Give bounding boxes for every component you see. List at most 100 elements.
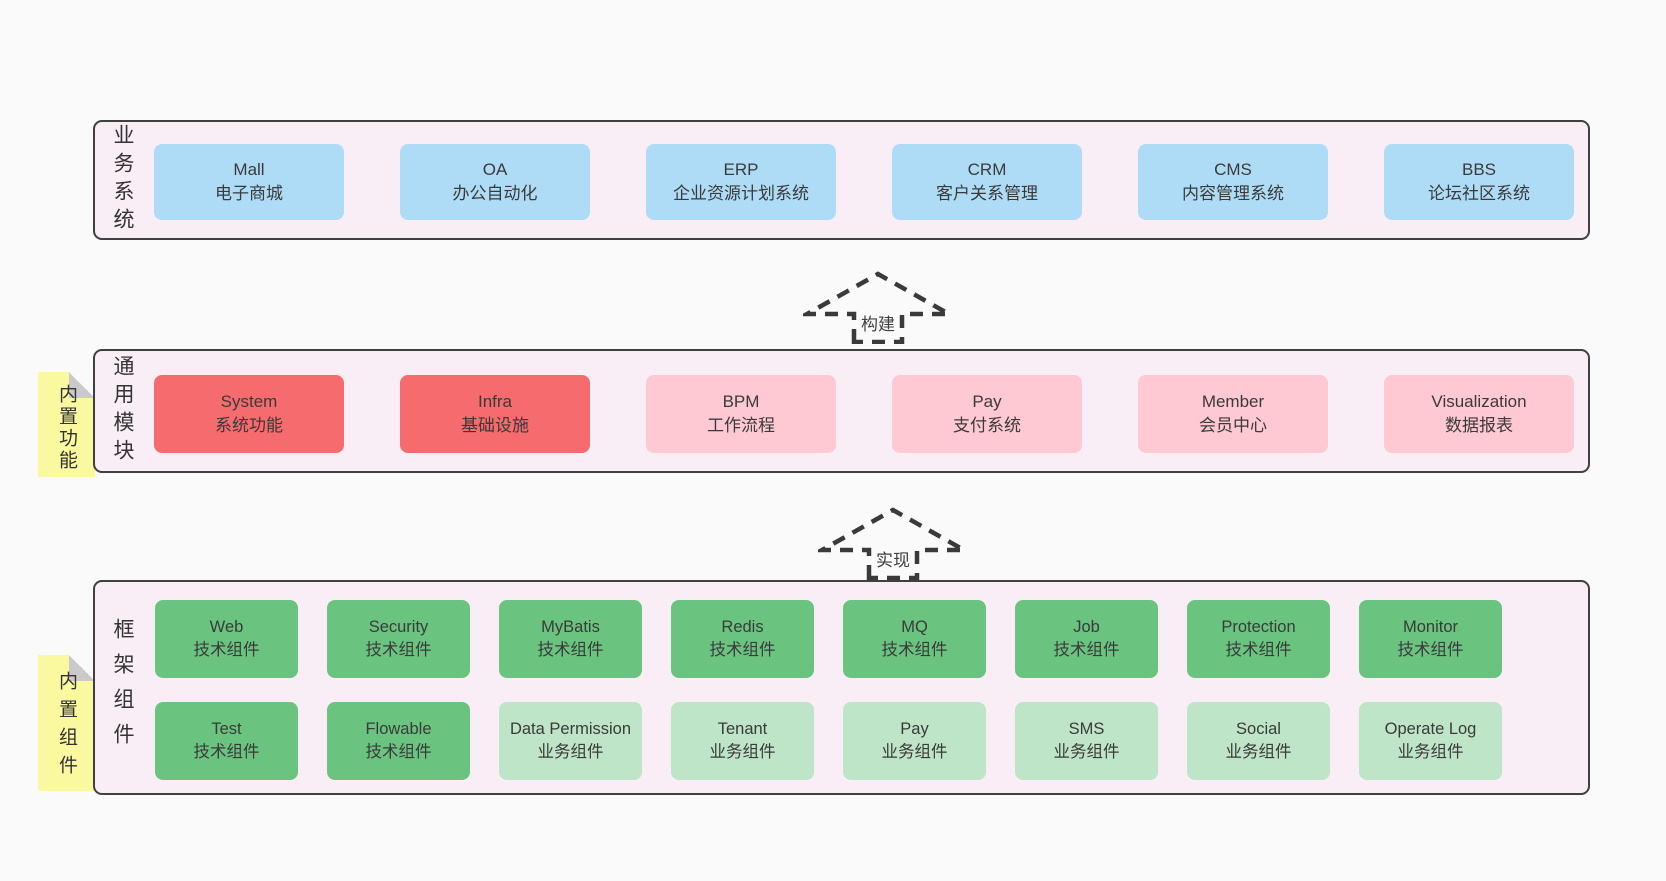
box-title: Data Permission [509, 720, 632, 739]
box-social: Social 业务组件 [1187, 702, 1330, 780]
box-title: Operate Log [1384, 720, 1477, 739]
box-subtitle: 企业资源计划系统 [673, 184, 809, 203]
box-subtitle: 会员中心 [1199, 416, 1267, 435]
box-operate-log: Operate Log 业务组件 [1359, 702, 1502, 780]
box-protection: Protection 技术组件 [1187, 600, 1330, 678]
box-subtitle: 业务组件 [1397, 743, 1464, 761]
box-test: Test 技术组件 [155, 702, 298, 780]
sticky-note-label: 内置组件 [56, 671, 77, 784]
box-subtitle: 业务组件 [709, 743, 776, 761]
box-mybatis: MyBatis 技术组件 [499, 600, 642, 678]
box-mq: MQ 技术组件 [843, 600, 986, 678]
box-subtitle: 技术组件 [1053, 641, 1120, 659]
box-subtitle: 技术组件 [365, 641, 432, 659]
up-arrow-implement: 实现 [818, 506, 968, 580]
box-subtitle: 技术组件 [1225, 641, 1292, 659]
box-bpm: BPM 工作流程 [646, 375, 836, 453]
layer-label-common-modules: 通用模块 [111, 355, 134, 467]
box-redis: Redis 技术组件 [671, 600, 814, 678]
box-title: Pay [900, 720, 929, 739]
box-pay-component: Pay 业务组件 [843, 702, 986, 780]
box-subtitle: 办公自动化 [452, 184, 538, 203]
sticky-note-label: 内置功能 [56, 383, 77, 472]
business-systems-row: Mall 电子商城 OA 办公自动化 ERP 企业资源计划系统 CRM 客户关系… [154, 144, 1574, 220]
box-data-permission: Data Permission 业务组件 [499, 702, 642, 780]
box-subtitle: 技术组件 [365, 743, 432, 761]
box-system: System 系统功能 [154, 375, 344, 453]
box-oa: OA 办公自动化 [400, 144, 590, 220]
box-job: Job 技术组件 [1015, 600, 1158, 678]
layer-common-modules: 通用模块 System 系统功能 Infra 基础设施 BPM 工作流程 Pay… [93, 349, 1590, 473]
box-web: Web 技术组件 [155, 600, 298, 678]
box-title: CRM [967, 159, 1007, 179]
box-title: Protection [1221, 618, 1296, 637]
box-title: Web [209, 618, 244, 637]
box-tenant: Tenant 业务组件 [671, 702, 814, 780]
layer-framework-components: 框架组件 Web 技术组件 Security 技术组件 MyBatis 技术组件… [93, 580, 1590, 795]
box-visualization: Visualization 数据报表 [1384, 375, 1574, 453]
box-subtitle: 技术组件 [193, 641, 260, 659]
box-title: Security [368, 618, 429, 637]
folded-corner-icon [69, 372, 95, 398]
box-subtitle: 内容管理系统 [1182, 184, 1284, 203]
layer-business-systems: 业务系统 Mall 电子商城 OA 办公自动化 ERP 企业资源计划系统 CRM… [93, 120, 1590, 240]
box-title: Redis [721, 618, 764, 637]
box-title: MyBatis [541, 618, 600, 637]
box-title: Social [1236, 720, 1281, 739]
box-cms: CMS 内容管理系统 [1138, 144, 1328, 220]
box-subtitle: 电子商城 [215, 184, 283, 203]
box-member: Member 会员中心 [1138, 375, 1328, 453]
box-erp: ERP 企业资源计划系统 [646, 144, 836, 220]
box-title: OA [482, 159, 508, 179]
box-subtitle: 技术组件 [881, 641, 948, 659]
box-title: System [220, 391, 278, 411]
box-title: Test [211, 720, 242, 739]
sticky-note-builtin-functions: 内置功能 [38, 372, 95, 477]
framework-components-row-2: Test 技术组件 Flowable 技术组件 Data Permission … [155, 702, 1502, 780]
box-subtitle: 技术组件 [1397, 641, 1464, 659]
box-subtitle: 技术组件 [709, 641, 776, 659]
box-subtitle: 业务组件 [1225, 743, 1292, 761]
arrow-label: 实现 [873, 546, 913, 571]
box-title: BPM [722, 391, 760, 411]
box-monitor: Monitor 技术组件 [1359, 600, 1502, 678]
box-title: MQ [901, 618, 928, 637]
common-modules-row: System 系统功能 Infra 基础设施 BPM 工作流程 Pay 支付系统… [154, 375, 1574, 453]
box-sms: SMS 业务组件 [1015, 702, 1158, 780]
box-title: Monitor [1402, 618, 1459, 637]
box-subtitle: 论坛社区系统 [1428, 184, 1530, 203]
layer-label-business-systems: 业务系统 [111, 124, 134, 236]
box-crm: CRM 客户关系管理 [892, 144, 1082, 220]
box-subtitle: 工作流程 [707, 416, 775, 435]
box-title: SMS [1068, 720, 1105, 739]
layer-label-framework-components: 框架组件 [111, 617, 134, 758]
box-title: Tenant [717, 720, 768, 739]
box-security: Security 技术组件 [327, 600, 470, 678]
framework-components-row-1: Web 技术组件 Security 技术组件 MyBatis 技术组件 Redi… [155, 600, 1502, 678]
box-subtitle: 客户关系管理 [936, 184, 1038, 203]
box-subtitle: 业务组件 [1053, 743, 1120, 761]
box-bbs: BBS 论坛社区系统 [1384, 144, 1574, 220]
box-subtitle: 基础设施 [461, 416, 529, 435]
box-title: Pay [972, 391, 1002, 411]
box-flowable: Flowable 技术组件 [327, 702, 470, 780]
dashed-up-arrow-icon [818, 507, 968, 580]
box-title: Member [1201, 391, 1265, 411]
box-title: Visualization [1431, 391, 1527, 411]
box-title: Mall [233, 159, 265, 179]
box-title: Infra [477, 391, 513, 411]
box-title: Job [1073, 618, 1100, 637]
box-subtitle: 业务组件 [881, 743, 948, 761]
box-mall: Mall 电子商城 [154, 144, 344, 220]
box-subtitle: 支付系统 [953, 416, 1021, 435]
box-subtitle: 技术组件 [193, 743, 260, 761]
dashed-up-arrow-icon [803, 271, 953, 344]
sticky-note-builtin-components: 内置组件 [38, 655, 95, 791]
box-title: CMS [1214, 159, 1252, 179]
box-subtitle: 系统功能 [215, 416, 283, 435]
box-infra: Infra 基础设施 [400, 375, 590, 453]
box-subtitle: 技术组件 [537, 641, 604, 659]
folded-corner-icon [69, 655, 95, 681]
box-subtitle: 业务组件 [537, 743, 604, 761]
box-title: Flowable [365, 720, 432, 739]
